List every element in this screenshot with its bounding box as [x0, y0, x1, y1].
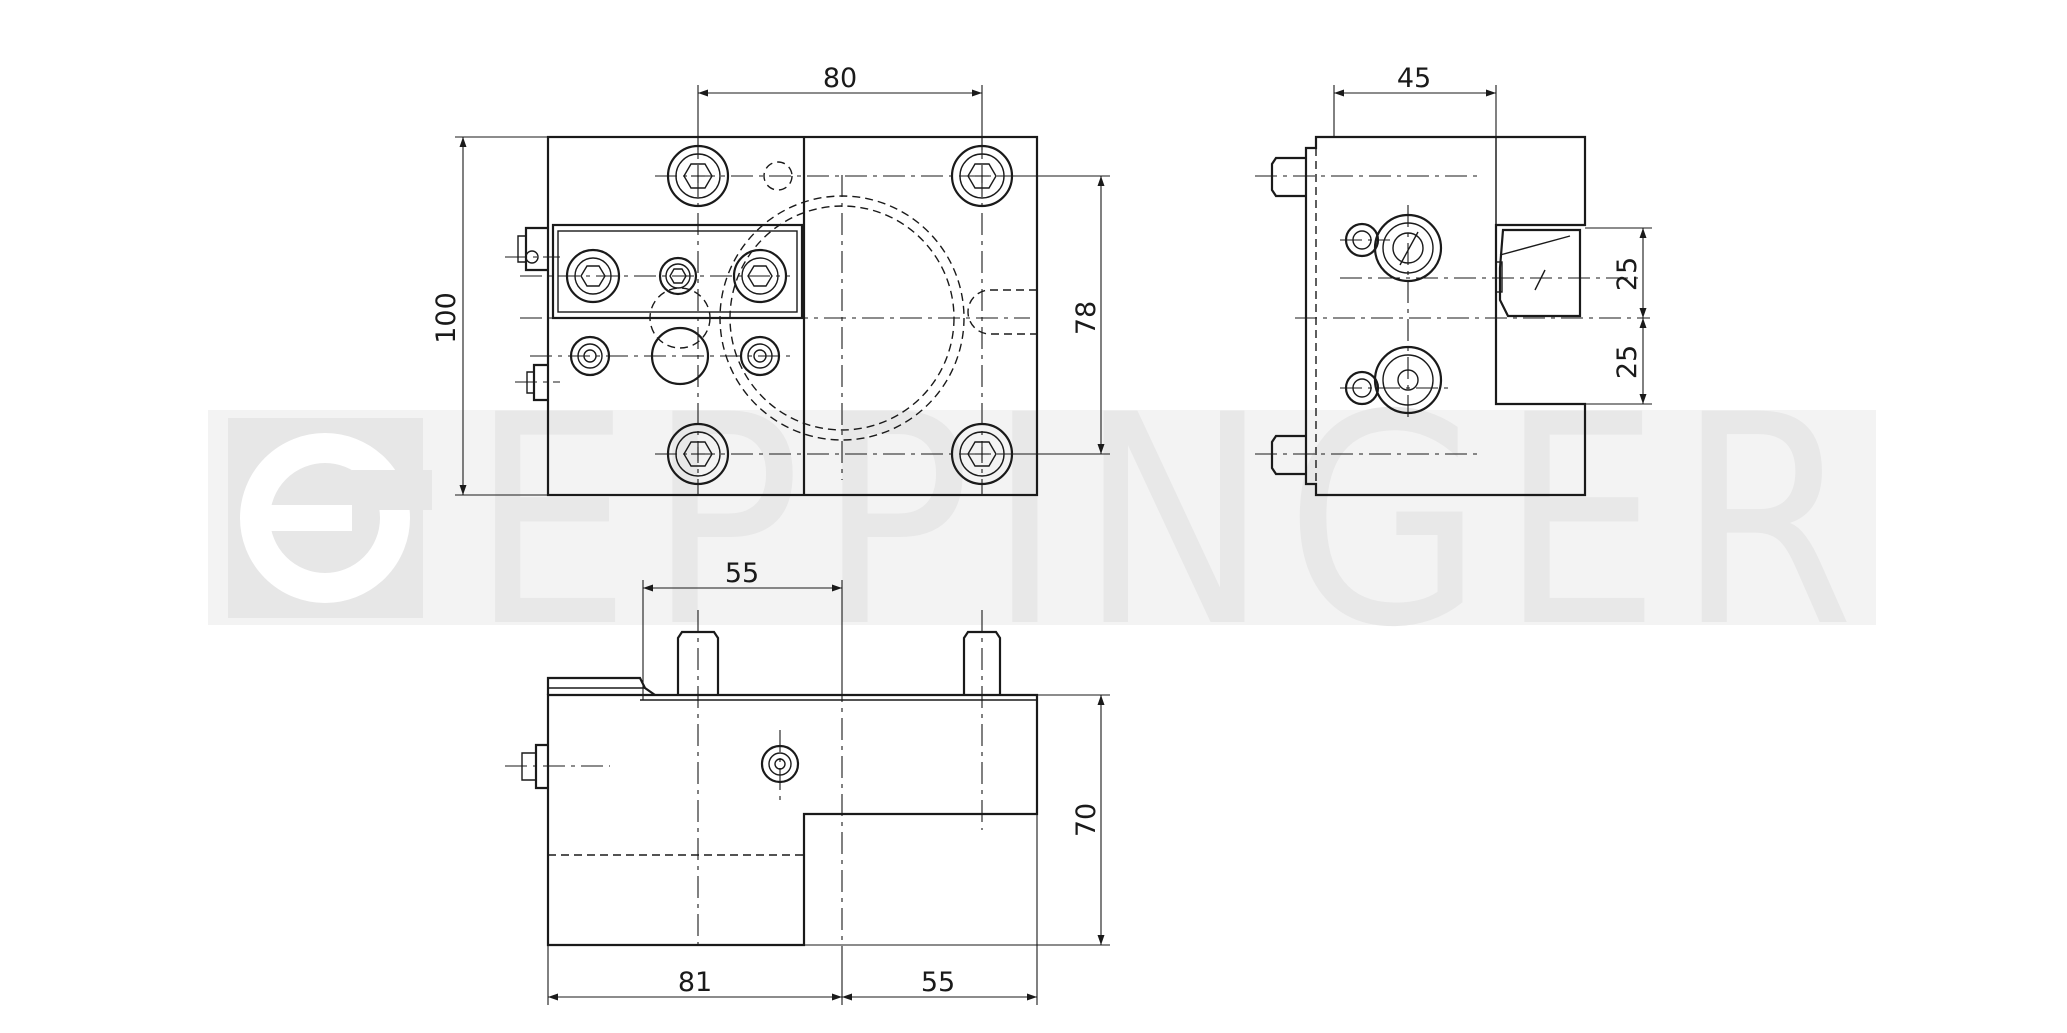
dimension-top-height: 70 — [1071, 803, 1102, 837]
dimension-front-height: 100 — [431, 292, 462, 344]
clamp-screw-icon — [658, 256, 698, 296]
clamp-screw-icon — [732, 248, 788, 304]
dimension-top-pin-offset: 55 — [725, 558, 759, 589]
dimension-top-right-length: 55 — [921, 967, 955, 998]
dimension-top-left-length: 81 — [678, 967, 712, 998]
set-screw-icon — [569, 335, 611, 377]
pin-hole-icon — [650, 326, 710, 386]
watermark-logo-icon — [228, 418, 432, 618]
front-view: 80 100 78 — [431, 63, 1110, 497]
dimension-front-bolt-spacing: 78 — [1071, 301, 1102, 335]
dimension-side-offset-lower: 25 — [1612, 345, 1643, 379]
corner-bolt-icon — [666, 422, 730, 486]
dimension-front-width: 80 — [823, 63, 857, 94]
top-view: 55 70 81 55 — [505, 558, 1110, 1005]
dimension-side-offset-upper: 25 — [1612, 257, 1643, 291]
set-screw-icon — [739, 335, 781, 377]
watermark-text: EPPINGER — [470, 354, 1870, 691]
watermark-band — [208, 410, 1876, 625]
clamp-screw-icon — [565, 248, 621, 304]
dimension-side-width: 45 — [1397, 63, 1431, 94]
side-screw-icon — [1344, 213, 1443, 283]
watermark: EPPINGER — [208, 354, 1876, 691]
side-view: 45 25 25 — [1255, 63, 1652, 497]
